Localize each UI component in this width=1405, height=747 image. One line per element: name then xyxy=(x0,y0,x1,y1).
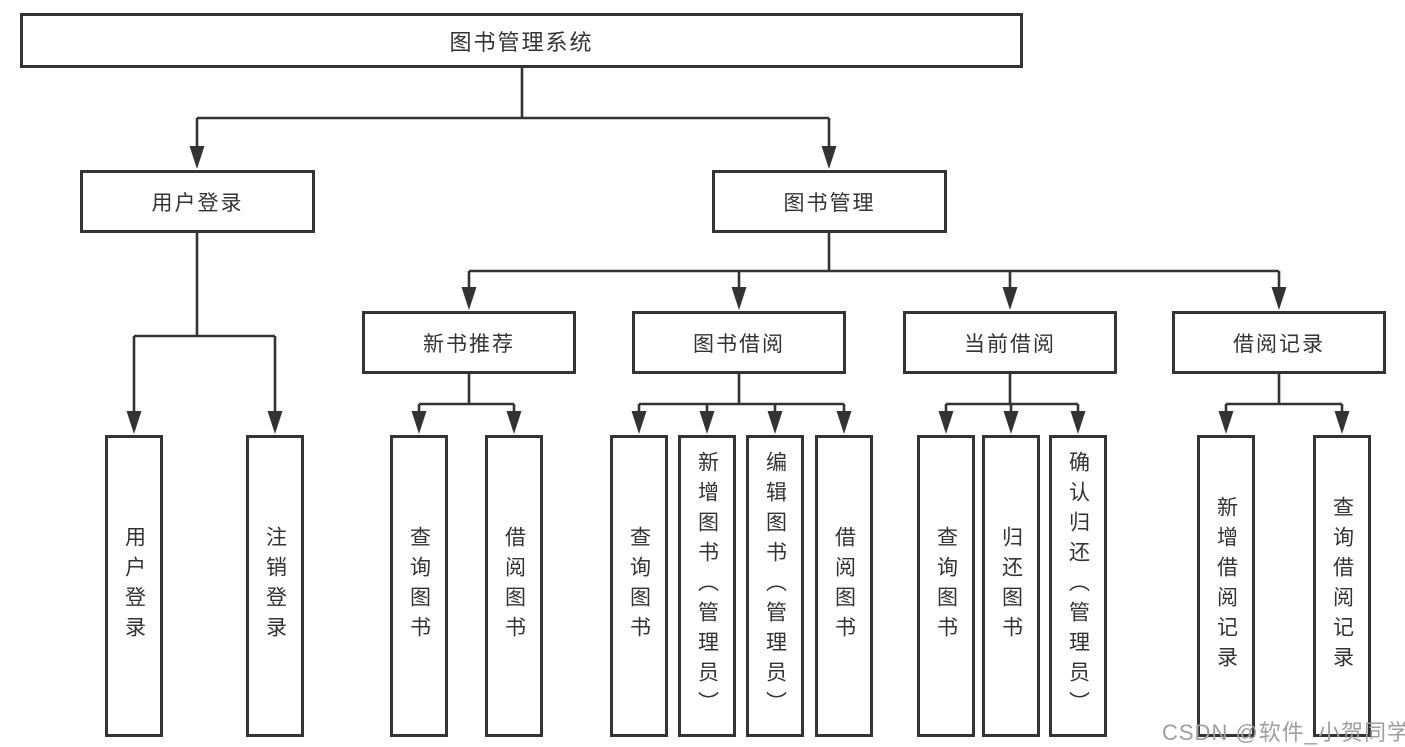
connector-book-mgmt-to-level3 xyxy=(467,233,1281,288)
leaf-query-books-current: 查询图书 xyxy=(917,435,975,737)
leaf-logout: 注销登录 xyxy=(246,435,304,737)
leaf-add-books-admin-label: 新增图书（管理员） xyxy=(695,451,719,721)
node-root-library-system: 图书管理系统 xyxy=(20,13,1023,68)
leaf-user-login: 用户登录 xyxy=(105,435,163,737)
connector-root-to-level2 xyxy=(195,68,831,147)
node-current-borrow: 当前借阅 xyxy=(903,311,1117,374)
connector-current-borrow-to-leaves xyxy=(944,374,1080,412)
node-borrow-records: 借阅记录 xyxy=(1172,311,1386,374)
node-book-management-label: 图书管理 xyxy=(783,191,876,215)
connector-borrow-records-to-leaves xyxy=(1224,374,1344,412)
node-borrow-records-label: 借阅记录 xyxy=(1233,332,1325,356)
csdn-watermark: CSDN @软件_小贺同学 xyxy=(1162,720,1405,745)
node-user-login: 用户登录 xyxy=(80,170,315,233)
node-root-label: 图书管理系统 xyxy=(449,29,594,55)
leaf-user-login-label: 用户登录 xyxy=(122,526,146,646)
leaf-confirm-return-admin: 确认归还（管理员） xyxy=(1049,435,1107,737)
connector-new-book-to-leaves xyxy=(417,374,516,412)
leaf-logout-label: 注销登录 xyxy=(263,526,287,646)
node-book-borrow-label: 图书借阅 xyxy=(693,332,785,356)
node-book-management: 图书管理 xyxy=(712,170,947,233)
leaf-query-books-current-label: 查询图书 xyxy=(934,526,958,646)
leaf-edit-books-admin-label: 编辑图书（管理员） xyxy=(763,451,787,721)
leaf-borrow-books-recommend: 借阅图书 xyxy=(485,435,543,737)
node-new-book-recommend-label: 新书推荐 xyxy=(423,332,515,356)
leaf-query-borrow-record-label: 查询借阅记录 xyxy=(1330,496,1354,676)
leaf-query-books-recommend: 查询图书 xyxy=(390,435,448,737)
leaf-add-borrow-record: 新增借阅记录 xyxy=(1197,435,1255,737)
leaf-add-books-admin: 新增图书（管理员） xyxy=(678,435,736,737)
leaf-edit-books-admin: 编辑图书（管理员） xyxy=(746,435,804,737)
node-current-borrow-label: 当前借阅 xyxy=(964,332,1056,356)
leaf-borrow-books-recommend-label: 借阅图书 xyxy=(502,526,526,646)
node-user-login-label: 用户登录 xyxy=(151,191,244,215)
leaf-return-books-label: 归还图书 xyxy=(999,526,1023,646)
connector-book-borrow-to-leaves xyxy=(637,374,846,412)
leaf-borrow-books-label: 借阅图书 xyxy=(832,526,856,646)
leaf-return-books: 归还图书 xyxy=(982,435,1040,737)
leaf-borrow-books: 借阅图书 xyxy=(815,435,873,737)
connector-user-login-to-leaves xyxy=(132,233,277,412)
leaf-query-borrow-record: 查询借阅记录 xyxy=(1313,435,1371,737)
leaf-query-books-recommend-label: 查询图书 xyxy=(407,526,431,646)
leaf-query-books-borrow: 查询图书 xyxy=(610,435,668,737)
leaf-confirm-return-admin-label: 确认归还（管理员） xyxy=(1066,451,1090,721)
node-book-borrow: 图书借阅 xyxy=(632,311,846,374)
node-new-book-recommend: 新书推荐 xyxy=(362,311,576,374)
leaf-add-borrow-record-label: 新增借阅记录 xyxy=(1214,496,1238,676)
leaf-query-books-borrow-label: 查询图书 xyxy=(627,526,651,646)
